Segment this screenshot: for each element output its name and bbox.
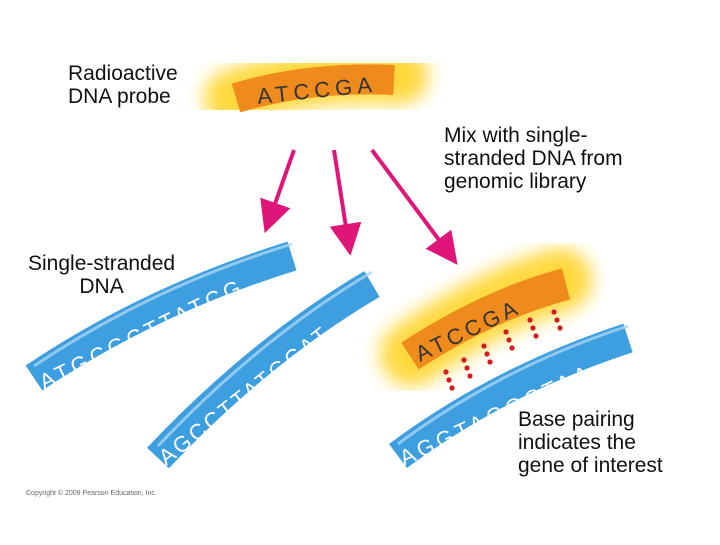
- probe-band: [231, 64, 395, 113]
- strand-middle-band: [147, 271, 380, 469]
- strand-left-band: [25, 241, 297, 391]
- probe-label: Radioactive DNA probe: [68, 62, 178, 108]
- strand-right-band: [389, 323, 633, 469]
- single-stranded-label: Single-stranded DNA: [28, 252, 175, 298]
- pairing-label-line: Base pairing: [518, 408, 635, 431]
- strand-middle-sequence: AGCCTTATGCAT: [154, 320, 335, 469]
- arrow-icon: [260, 149, 296, 234]
- probe-label-line: Radioactive: [68, 62, 178, 85]
- pairing-label-line: gene of interest: [518, 454, 663, 477]
- mix-label: Mix with single- stranded DNA from genom…: [444, 124, 623, 193]
- mix-label-line: stranded DNA from: [444, 147, 623, 170]
- single-stranded-label-line: DNA: [79, 275, 124, 298]
- copyright-notice: Copyright © 2009 Pearson Education, Inc.: [26, 490, 157, 497]
- mix-label-line: genomic library: [444, 170, 587, 193]
- pairing-label-line: indicates the: [518, 431, 636, 454]
- top-probe: ATCCGA: [204, 46, 428, 126]
- arrow-icon: [329, 149, 362, 256]
- probe-label-line: DNA probe: [68, 85, 171, 108]
- pairing-label: Base pairing indicates the gene of inter…: [518, 408, 663, 477]
- mix-label-line: Mix with single-: [444, 124, 588, 147]
- arrow-icon: [370, 148, 458, 265]
- right-probe-band: [401, 268, 571, 370]
- arrows: [260, 148, 458, 265]
- base-pair-bonds: [443, 309, 563, 391]
- single-stranded-label-line: Single-stranded: [28, 252, 176, 275]
